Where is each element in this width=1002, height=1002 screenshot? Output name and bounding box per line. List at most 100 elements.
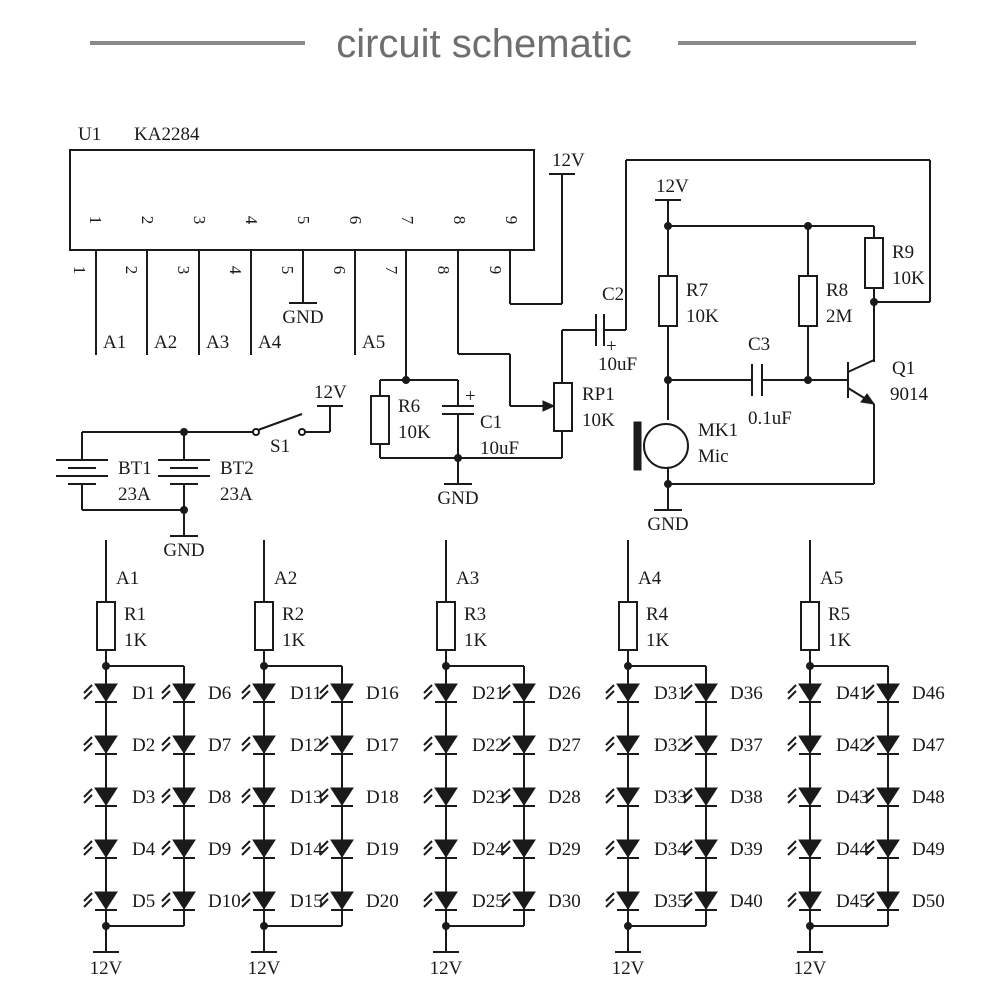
led-label: D4 — [132, 839, 156, 860]
c1-value: 10uF — [480, 438, 519, 459]
led-diode: D1 — [83, 683, 155, 704]
led-label: D23 — [472, 787, 505, 808]
led-group-input-label: A2 — [274, 568, 297, 589]
led-label: D41 — [836, 683, 869, 704]
led-resistor-value: 1K — [646, 630, 670, 651]
resistor-r6 — [370, 395, 390, 445]
led-diode: D47 — [865, 735, 945, 756]
led-diode: D38 — [683, 787, 763, 808]
led-label: D5 — [132, 891, 155, 912]
led-diode: D13 — [241, 787, 323, 808]
r9-value: 10K — [892, 268, 925, 289]
c2-ref: C2 — [602, 284, 624, 305]
gnd-label-c1: GND — [437, 488, 478, 509]
c3-ref: C3 — [748, 334, 770, 355]
led-label: D8 — [208, 787, 231, 808]
ic-out-a1: A1 — [103, 332, 126, 353]
led-diode: D25 — [423, 891, 505, 912]
led-resistor-value: 1K — [124, 630, 148, 651]
led-diode: D11 — [241, 683, 322, 704]
led-resistor-ref: R4 — [646, 604, 669, 625]
led-diode: D19 — [319, 839, 399, 860]
led-diode: D26 — [501, 683, 581, 704]
resistor-r8 — [798, 275, 818, 327]
c2-plus: + — [606, 336, 617, 357]
rp1-network: RP1 10K C2 + 10uF — [457, 159, 931, 458]
led-label: D12 — [290, 735, 323, 756]
r9-ref: R9 — [892, 242, 914, 263]
led-group-vcc-label: 12V — [794, 958, 827, 979]
led-group-vcc-label: 12V — [612, 958, 645, 979]
ic-pin-number-outside: 5 — [278, 266, 297, 275]
microphone-mk1 — [643, 423, 689, 469]
led-group-vcc-label: 12V — [248, 958, 281, 979]
ic-pin-number-outside: 6 — [330, 266, 349, 275]
rp1-value: 10K — [582, 410, 615, 431]
led-label: D22 — [472, 735, 505, 756]
led-label: D17 — [366, 735, 399, 756]
led-resistor — [618, 601, 638, 651]
led-diode: D7 — [161, 735, 231, 756]
r6-value: 10K — [398, 422, 431, 443]
r8-value: 2M — [826, 306, 853, 327]
ic-out-a4: A4 — [258, 332, 282, 353]
led-diode: D42 — [787, 735, 869, 756]
q1-value: 9014 — [890, 384, 929, 405]
led-label: D26 — [548, 683, 581, 704]
led-diode: D35 — [605, 891, 687, 912]
led-diode: D43 — [787, 787, 869, 808]
led-resistor-ref: R1 — [124, 604, 146, 625]
led-diode: D17 — [319, 735, 399, 756]
gnd-label-battery: GND — [163, 540, 204, 561]
led-group-input-label: A1 — [116, 568, 139, 589]
r6-c1-network: R6 10K + C1 10uF GND — [370, 250, 562, 509]
ic-part: KA2284 — [134, 124, 200, 145]
led-diode: D27 — [501, 735, 581, 756]
led-label: D34 — [654, 839, 687, 860]
led-group-input-label: A5 — [820, 568, 843, 589]
led-resistor — [436, 601, 456, 651]
vcc-label-preamp: 12V — [656, 176, 689, 197]
led-diode: D22 — [423, 735, 505, 756]
led-diode: D30 — [501, 891, 581, 912]
led-diode: D40 — [683, 891, 763, 912]
bt1-ref: BT1 — [118, 458, 152, 479]
led-label: D6 — [208, 683, 231, 704]
led-diode: D23 — [423, 787, 505, 808]
c1-ref: C1 — [480, 412, 502, 433]
led-label: D32 — [654, 735, 687, 756]
led-diode: D16 — [319, 683, 399, 704]
led-label: D42 — [836, 735, 869, 756]
vcc-label-switch: 12V — [314, 382, 347, 403]
led-label: D44 — [836, 839, 869, 860]
led-diode: D33 — [605, 787, 687, 808]
c2-value: 10uF — [598, 354, 637, 375]
led-label: D48 — [912, 787, 945, 808]
led-label: D46 — [912, 683, 945, 704]
led-label: D36 — [730, 683, 763, 704]
led-label: D15 — [290, 891, 323, 912]
led-diode: D12 — [241, 735, 323, 756]
ic-out-a5: A5 — [362, 332, 385, 353]
led-label: D40 — [730, 891, 763, 912]
led-diode: D28 — [501, 787, 581, 808]
r6-ref: R6 — [398, 396, 420, 417]
ic-pin-number-inside: 5 — [294, 216, 313, 225]
ic-pin-number-outside: 2 — [122, 266, 141, 275]
led-resistor-ref: R2 — [282, 604, 304, 625]
led-label: D33 — [654, 787, 687, 808]
led-label: D29 — [548, 839, 581, 860]
led-diode: D6 — [161, 683, 231, 704]
bt1-value: 23A — [118, 484, 151, 505]
led-label: D9 — [208, 839, 231, 860]
resistor-r7 — [658, 275, 678, 327]
led-group-input-label: A3 — [456, 568, 479, 589]
led-group-vcc-label: 12V — [90, 958, 123, 979]
q1-ref: Q1 — [892, 358, 915, 379]
ic-pin-number-outside: 4 — [226, 266, 245, 275]
ic-pin-number-outside: 3 — [174, 266, 193, 275]
led-label: D45 — [836, 891, 869, 912]
led-diode: D3 — [83, 787, 155, 808]
led-label: D39 — [730, 839, 763, 860]
